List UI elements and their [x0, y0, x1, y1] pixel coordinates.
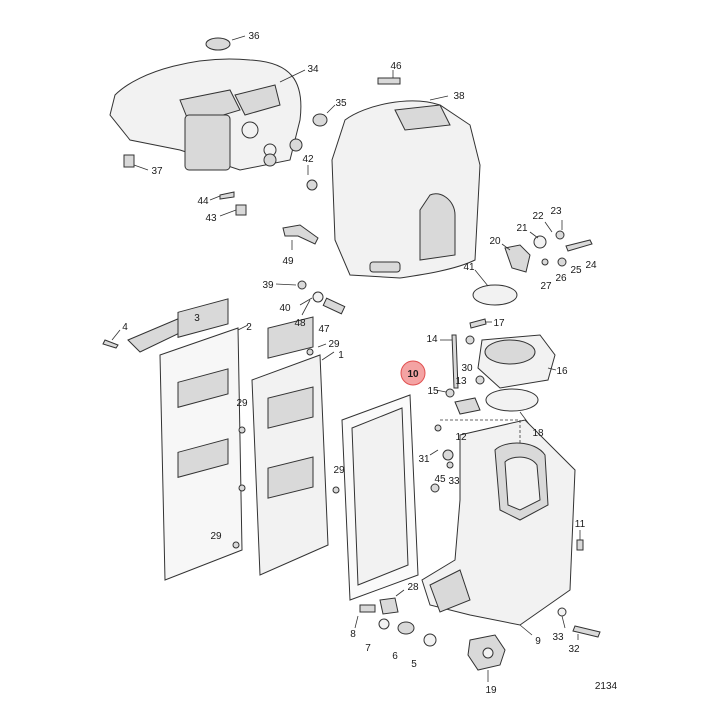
part-10-gasket	[341, 394, 419, 601]
part-34-cover	[109, 58, 306, 171]
parts-14-15-13-sensor	[435, 334, 485, 415]
callout-46[interactable]: 46	[390, 61, 402, 72]
callout-43[interactable]: 43	[205, 213, 217, 224]
callout-14[interactable]: 14	[426, 334, 438, 345]
part-44-43-clip	[209, 191, 247, 217]
parts-28-8-7-6-5	[354, 589, 437, 647]
part-2-gasket	[159, 298, 249, 581]
part-1-adapter-plate	[251, 316, 335, 576]
callout-22[interactable]: 22	[532, 211, 544, 222]
callout-37[interactable]: 37	[151, 166, 163, 177]
callout-19[interactable]: 19	[485, 685, 497, 696]
callout-45[interactable]: 45	[434, 474, 446, 485]
callout-13[interactable]: 13	[455, 376, 467, 387]
parts-39-40-48-47	[275, 280, 346, 316]
callout-21[interactable]: 21	[516, 223, 528, 234]
callout-27[interactable]: 27	[540, 281, 552, 292]
part-17-screw	[469, 318, 492, 329]
callout-36[interactable]: 36	[248, 31, 260, 42]
part-11-stud	[576, 530, 584, 551]
callout-32[interactable]: 32	[568, 644, 580, 655]
parts-30-31-45-33	[429, 335, 475, 493]
part-46-decal	[377, 70, 401, 85]
callout-6[interactable]: 6	[392, 651, 398, 662]
callout-33-upper[interactable]: 33	[448, 476, 460, 487]
callout-7[interactable]: 7	[365, 643, 371, 654]
callout-29-left[interactable]: 29	[236, 398, 248, 409]
part-20-sensor	[501, 243, 531, 273]
callout-8[interactable]: 8	[350, 629, 356, 640]
callout-1[interactable]: 1	[338, 350, 344, 361]
highlight-label: 10	[407, 369, 419, 380]
part-16-throttle-body	[477, 334, 557, 389]
callout-29-bottom[interactable]: 29	[210, 531, 222, 542]
callout-47[interactable]: 47	[318, 324, 330, 335]
callout-25[interactable]: 25	[570, 265, 582, 276]
parts-33-32-bolt	[557, 607, 601, 640]
part-38-cowl	[331, 95, 481, 279]
callout-42[interactable]: 42	[302, 154, 314, 165]
part-19-sensor	[467, 634, 506, 682]
callout-20[interactable]: 20	[489, 236, 501, 247]
callout-16[interactable]: 16	[556, 366, 568, 377]
callout-26[interactable]: 26	[555, 273, 567, 284]
callout-2[interactable]: 2	[246, 322, 252, 333]
callout-48[interactable]: 48	[294, 318, 306, 329]
callout-24[interactable]: 24	[585, 260, 597, 271]
drawing-id: 2134	[595, 681, 618, 692]
callout-40[interactable]: 40	[279, 303, 291, 314]
part-12-line	[440, 419, 521, 445]
callout-39[interactable]: 39	[262, 280, 274, 291]
callout-18[interactable]: 18	[532, 428, 544, 439]
callout-30[interactable]: 30	[461, 363, 473, 374]
part-37-screw	[123, 154, 149, 171]
callout-29-right[interactable]: 29	[333, 465, 345, 476]
callout-38[interactable]: 38	[453, 91, 465, 102]
callout-11[interactable]: 11	[575, 519, 586, 530]
callout-15[interactable]: 15	[427, 386, 439, 397]
callout-28[interactable]: 28	[407, 582, 419, 593]
callout-23[interactable]: 23	[550, 206, 562, 217]
part-29-screws	[232, 343, 340, 549]
part-4-screw	[102, 329, 121, 349]
callout-5[interactable]: 5	[411, 659, 417, 670]
callout-31[interactable]: 31	[418, 454, 430, 465]
grommets-small	[263, 138, 303, 167]
callout-4[interactable]: 4	[122, 322, 128, 333]
part-36-plug	[205, 35, 246, 51]
callout-29-top[interactable]: 29	[328, 339, 340, 350]
part-49-bolt	[282, 224, 319, 250]
part-41-gasket	[472, 269, 518, 306]
callout-17[interactable]: 17	[493, 318, 505, 329]
highlighted-callout-10[interactable]: 10	[400, 360, 426, 386]
parts-21-27-hardware	[529, 220, 593, 267]
part-18-o-ring	[485, 388, 539, 429]
callout-35[interactable]: 35	[335, 98, 347, 109]
callout-41[interactable]: 41	[463, 262, 475, 273]
callout-12[interactable]: 12	[455, 432, 467, 443]
part-9-manifold	[421, 419, 576, 636]
part-35-grommet	[312, 104, 336, 127]
callout-33-lower[interactable]: 33	[552, 632, 564, 643]
callout-9[interactable]: 9	[535, 636, 541, 647]
callout-49[interactable]: 49	[282, 256, 294, 267]
part-42-nut	[306, 165, 318, 191]
callout-3[interactable]: 3	[194, 313, 200, 324]
callout-34[interactable]: 34	[307, 64, 319, 75]
callout-44[interactable]: 44	[197, 196, 209, 207]
